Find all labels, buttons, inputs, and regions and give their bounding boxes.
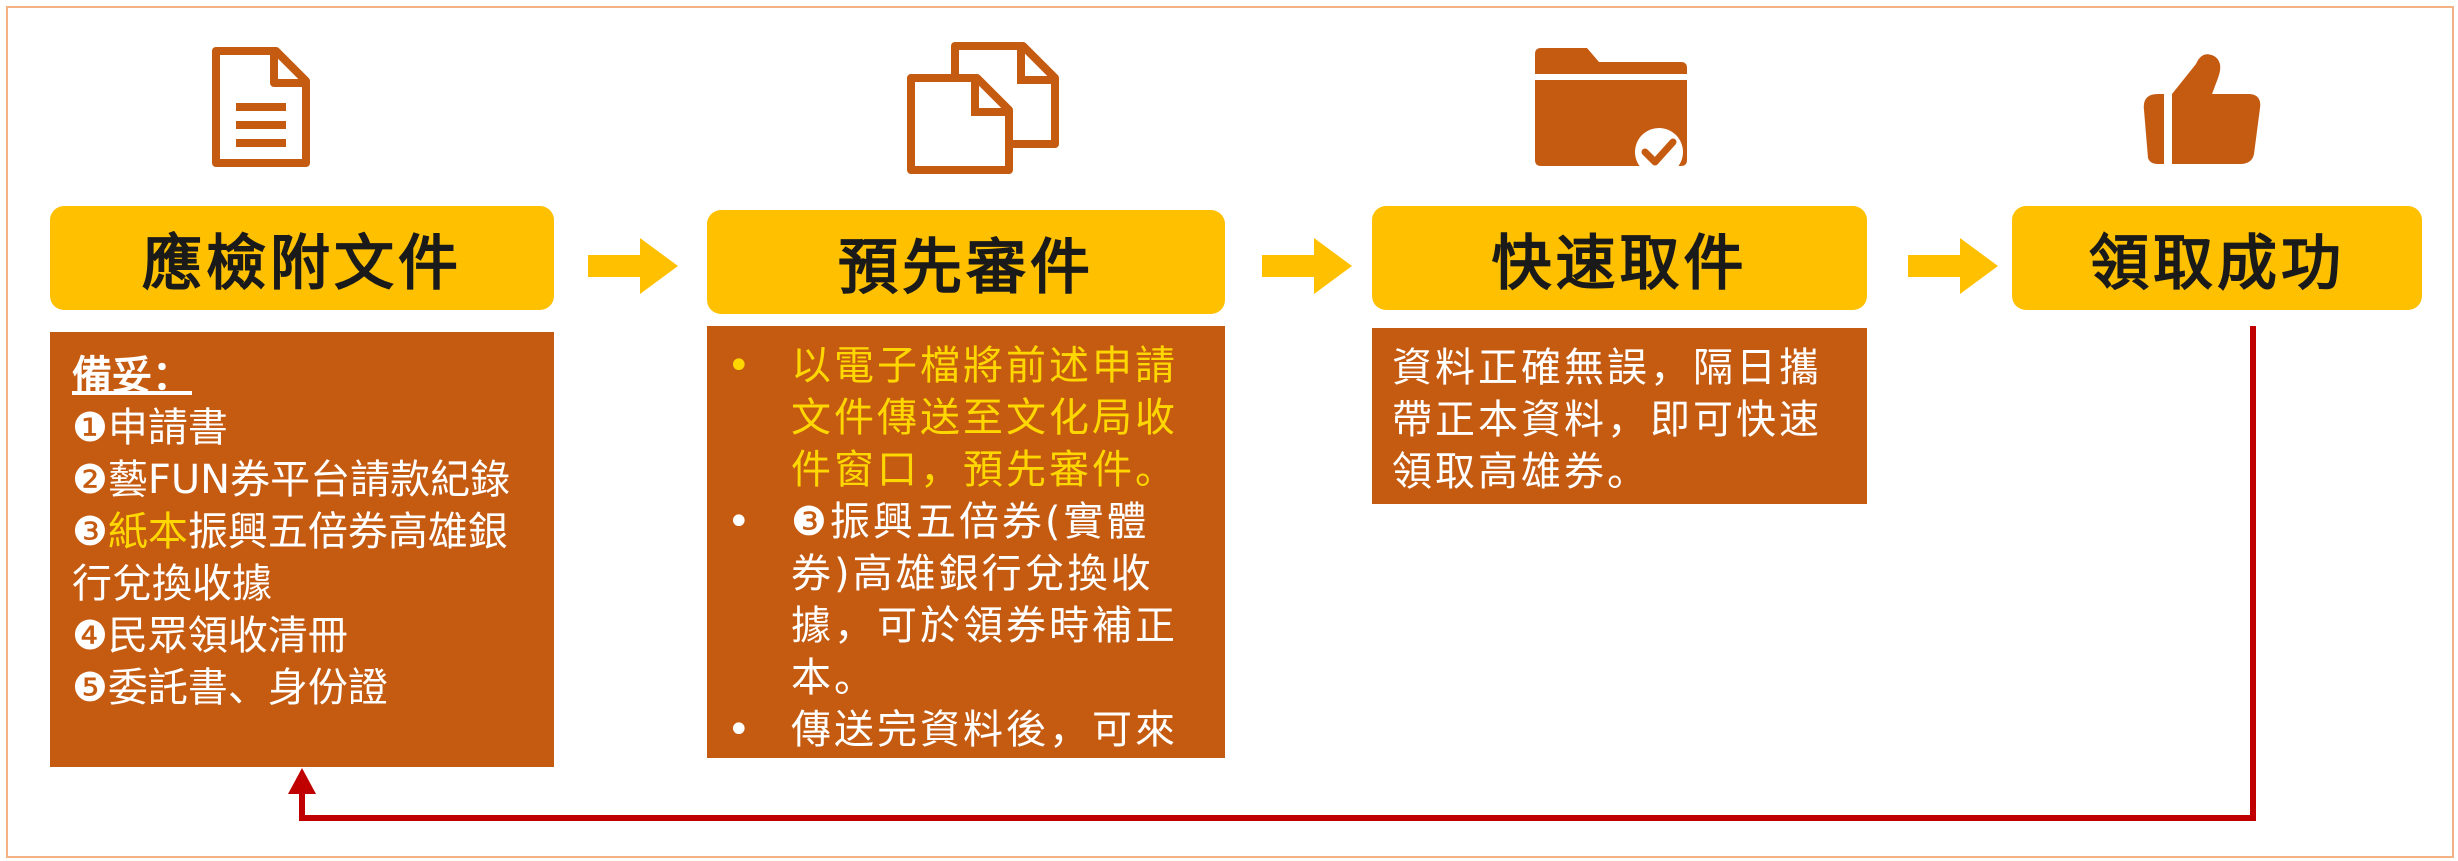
- outer-frame: [6, 6, 2454, 858]
- arrow-right-icon: [1262, 238, 1352, 294]
- folder-check-icon: [1535, 48, 1687, 176]
- list-item: ❺委託書、身份證: [72, 665, 388, 711]
- step-1-heading: 備妥：: [72, 353, 192, 399]
- step-2-title: 預先審件: [707, 210, 1225, 314]
- thumbs-up-icon: [2143, 54, 2261, 165]
- document-icon: [212, 47, 310, 167]
- list-item: •以電子檔將前述申請文件傳送至文化局收件窗口，預先審件。: [727, 343, 1178, 493]
- step-1-title: 應檢附文件: [50, 206, 554, 310]
- step-1-details: 備妥： ❶申請書 ❷藝FUN券平台請款紀錄 ❸紙本振興五倍券高雄銀行兌換收據 ❹…: [50, 332, 554, 767]
- list-item: •❸振興五倍券(實體券)高雄銀行兌換收據，可於領券時補正本。: [727, 499, 1178, 701]
- step-4-title: 領取成功: [2012, 206, 2422, 310]
- list-item: ❹民眾領收清冊: [72, 613, 348, 659]
- step-3-text: 資料正確無誤，隔日攜帶正本資料，即可快速領取高雄券。: [1392, 345, 1822, 495]
- arrow-right-icon: [588, 238, 678, 294]
- arrow-right-icon: [1908, 238, 1998, 294]
- step-3-details: 資料正確無誤，隔日攜帶正本資料，即可快速領取高雄券。: [1372, 328, 1867, 504]
- copy-files-icon: [907, 42, 1059, 174]
- step-2-details: •以電子檔將前述申請文件傳送至文化局收件窗口，預先審件。 •❸振興五倍券(實體券…: [707, 326, 1225, 805]
- list-item: ❸紙本振興五倍券高雄銀行兌換收據: [72, 509, 508, 607]
- list-item: ❷藝FUN券平台請款紀錄: [72, 457, 511, 503]
- list-item: •傳送完資料後，可來電確認文件內容。: [727, 707, 1178, 805]
- step-3-title: 快速取件: [1372, 206, 1867, 310]
- list-item: ❶申請書: [72, 405, 228, 451]
